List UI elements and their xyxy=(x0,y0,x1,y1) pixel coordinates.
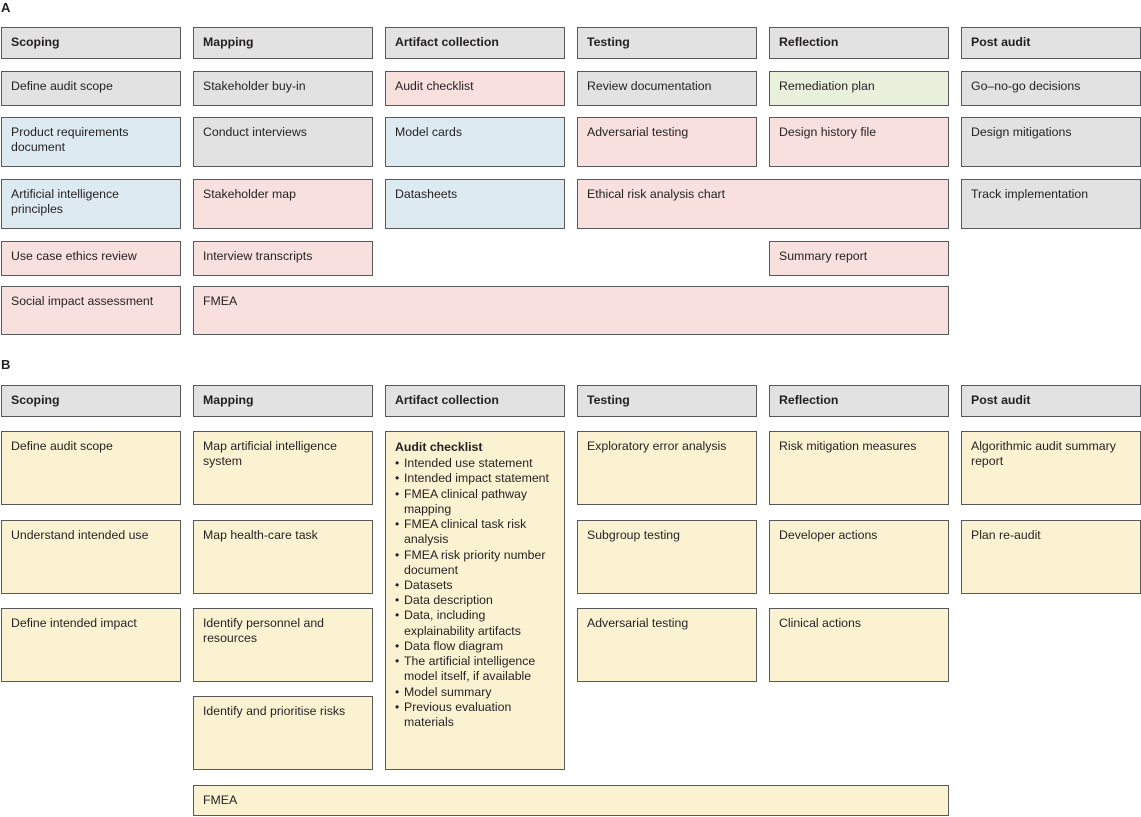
panel-a-header-testing: Testing xyxy=(577,27,757,59)
panel-b-header-scoping: Scoping xyxy=(1,385,181,417)
panel-b-item-map-health-care-task: Map health-care task xyxy=(193,520,373,594)
panel-a-item-use-case-ethics-review: Use case ethics review xyxy=(1,241,181,276)
panel-a-item-audit-checklist: Audit checklist xyxy=(385,71,565,106)
panel-a-item-design-history-file: Design history file xyxy=(769,117,949,167)
panel-b-item-developer-actions: Developer actions xyxy=(769,520,949,594)
checklist-item: The artificial intelligence model itself… xyxy=(395,654,555,684)
panel-b-item-adversarial-testing: Adversarial testing xyxy=(577,608,757,682)
panel-a-header-post-audit: Post audit xyxy=(961,27,1141,59)
panel-b-audit-checklist: Audit checklist Intended use statement I… xyxy=(385,431,565,770)
panel-a-item-summary-report: Summary report xyxy=(769,241,949,276)
panel-b-item-clinical-actions: Clinical actions xyxy=(769,608,949,682)
panel-b-header-post-audit: Post audit xyxy=(961,385,1141,417)
checklist-item: Data flow diagram xyxy=(395,639,555,654)
panel-a-item-stakeholder-map: Stakeholder map xyxy=(193,179,373,229)
panel-a-item-artificial-intelligence-principles: Artificial intelligence principles xyxy=(1,179,181,229)
panel-a-item-track-implementation: Track implementation xyxy=(961,179,1141,229)
panel-a-header-reflection: Reflection xyxy=(769,27,949,59)
panel-a-item-define-audit-scope: Define audit scope xyxy=(1,71,181,106)
panel-a-item-datasheets: Datasheets xyxy=(385,179,565,229)
panel-label-b: B xyxy=(1,357,11,372)
checklist-item: Intended impact statement xyxy=(395,471,555,486)
checklist-item: FMEA clinical pathway mapping xyxy=(395,487,555,517)
panel-a-item-conduct-interviews: Conduct interviews xyxy=(193,117,373,167)
checklist-item: Data description xyxy=(395,593,555,608)
panel-b-header-reflection: Reflection xyxy=(769,385,949,417)
panel-a-item-model-cards: Model cards xyxy=(385,117,565,167)
panel-b-item-identify-and-prioritise-risks: Identify and prioritise risks xyxy=(193,696,373,770)
panel-a-header-scoping: Scoping xyxy=(1,27,181,59)
audit-checklist-list: Intended use statement Intended impact s… xyxy=(395,456,555,730)
checklist-item: FMEA clinical task risk analysis xyxy=(395,517,555,547)
panel-label-a: A xyxy=(1,0,11,15)
panel-b-header-artifact-collection: Artifact collection xyxy=(385,385,565,417)
panel-a-item-go-no-go-decisions: Go–no-go decisions xyxy=(961,71,1141,106)
checklist-item: Previous evaluation materials xyxy=(395,700,555,730)
panel-a-header-artifact-collection: Artifact collection xyxy=(385,27,565,59)
panel-a-item-social-impact-assessment: Social impact assessment xyxy=(1,286,181,335)
panel-a-item-fmea: FMEA xyxy=(193,286,949,335)
panel-a-header-mapping: Mapping xyxy=(193,27,373,59)
checklist-item: Data, including explainability artifacts xyxy=(395,608,555,638)
panel-b-item-fmea: FMEA xyxy=(193,785,949,816)
panel-a-item-interview-transcripts: Interview transcripts xyxy=(193,241,373,276)
panel-b-item-plan-re-audit: Plan re-audit xyxy=(961,520,1141,594)
checklist-item: Intended use statement xyxy=(395,456,555,471)
panel-a-item-adversarial-testing: Adversarial testing xyxy=(577,117,757,167)
panel-a-item-ethical-risk-analysis-chart: Ethical risk analysis chart xyxy=(577,179,949,229)
panel-b-item-map-artificial-intelligence-system: Map artificial intelligence system xyxy=(193,431,373,505)
panel-a-item-product-requirements-document: Product requirements document xyxy=(1,117,181,167)
audit-checklist-title: Audit checklist xyxy=(395,440,483,454)
panel-a-item-review-documentation: Review documentation xyxy=(577,71,757,106)
panel-b-item-exploratory-error-analysis: Exploratory error analysis xyxy=(577,431,757,505)
panel-a-item-stakeholder-buy-in: Stakeholder buy-in xyxy=(193,71,373,106)
panel-b-item-define-intended-impact: Define intended impact xyxy=(1,608,181,682)
checklist-item: Model summary xyxy=(395,685,555,700)
panel-b-item-understand-intended-use: Understand intended use xyxy=(1,520,181,594)
panel-b-item-subgroup-testing: Subgroup testing xyxy=(577,520,757,594)
panel-b-item-algorithmic-audit-summary-report: Algorithmic audit summary report xyxy=(961,431,1141,505)
panel-b-item-risk-mitigation-measures: Risk mitigation measures xyxy=(769,431,949,505)
panel-b-header-mapping: Mapping xyxy=(193,385,373,417)
checklist-item: FMEA risk priority number document xyxy=(395,548,555,578)
checklist-item: Datasets xyxy=(395,578,555,593)
panel-a-item-remediation-plan: Remediation plan xyxy=(769,71,949,106)
panel-b-item-define-audit-scope: Define audit scope xyxy=(1,431,181,505)
panel-b-header-testing: Testing xyxy=(577,385,757,417)
panel-a-item-design-mitigations: Design mitigations xyxy=(961,117,1141,167)
panel-b-item-identify-personnel-and-resources: Identify personnel and resources xyxy=(193,608,373,682)
